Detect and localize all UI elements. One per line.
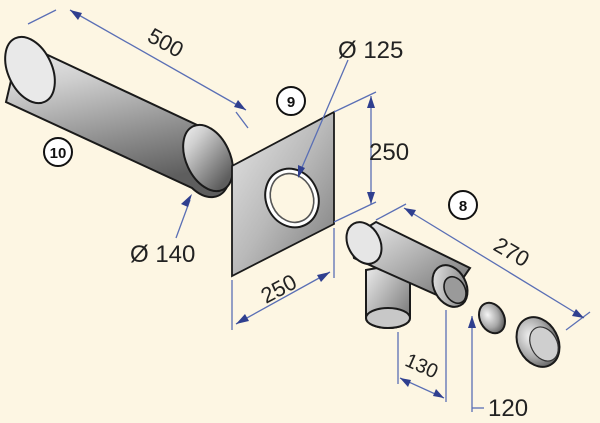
tee-length-label: 270 <box>489 232 533 272</box>
tee-branch-label: 130 <box>402 350 441 384</box>
part-10-badge: 10 <box>43 137 73 167</box>
pipe-length-label: 500 <box>144 23 188 63</box>
plate-height-label: 250 <box>369 139 409 166</box>
tee-cap-offset-dimension: 120 <box>468 316 528 422</box>
tee-fitting-part <box>345 220 472 329</box>
part-8-number: 8 <box>459 198 467 215</box>
part-8-badge: 8 <box>448 190 478 220</box>
wall-plate-part <box>231 110 335 278</box>
hole-diameter-label: Ø 125 <box>338 37 403 64</box>
pipe-diameter-label: Ø 140 <box>130 241 195 268</box>
tee-cap-offset-label: 120 <box>488 395 528 422</box>
pipe-part <box>4 35 234 199</box>
part-9-number: 9 <box>287 94 295 111</box>
part-9-badge: 9 <box>276 86 306 116</box>
large-cap-part <box>515 316 561 368</box>
plate-height-dimension: 250 <box>333 91 409 223</box>
part-10-number: 10 <box>50 145 67 162</box>
small-cap-part <box>478 301 506 335</box>
hole-diameter-dimension: Ø 125 <box>298 37 403 178</box>
plate-width-label: 250 <box>257 269 301 308</box>
pipe-diameter-dimension: Ø 140 <box>130 194 195 268</box>
